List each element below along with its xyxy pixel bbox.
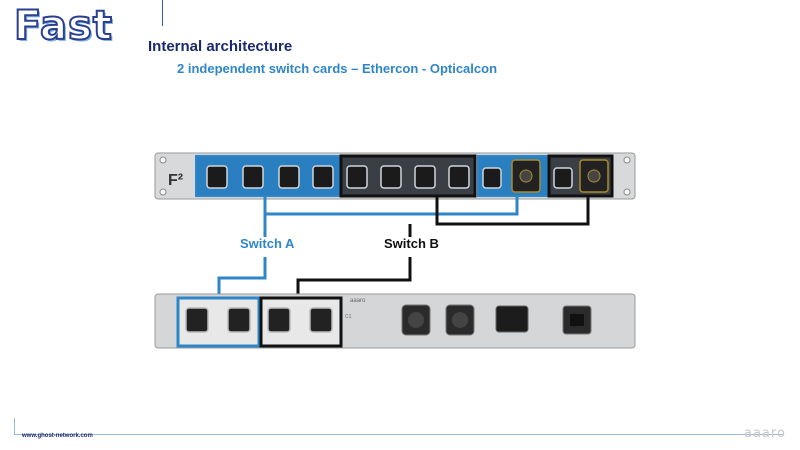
front-port-b3 xyxy=(414,165,436,189)
switch-b-label: Switch B xyxy=(384,236,439,251)
header-divider xyxy=(162,0,163,26)
rear-port-b1 xyxy=(267,307,291,333)
front-port-b2 xyxy=(380,165,402,189)
front-unit: F² xyxy=(154,152,636,200)
footer-vertical-rule xyxy=(14,418,15,434)
rear-port-a2 xyxy=(227,307,251,333)
switch-a-label: Switch A xyxy=(240,236,295,251)
rear-switch xyxy=(495,305,529,333)
footer-url: www.ghost-network.com xyxy=(22,433,93,439)
front-port-a1 xyxy=(206,165,228,189)
front-port-a2 xyxy=(242,165,264,189)
front-port-b1 xyxy=(346,165,368,189)
front-uplink-b1 xyxy=(553,167,573,189)
rear-panel-label: C1 xyxy=(345,314,352,320)
switch-b-lines xyxy=(296,196,590,298)
brand-watermark: aaaro xyxy=(744,426,786,441)
front-badge: F² xyxy=(168,172,183,189)
slide-title: Internal architecture xyxy=(148,38,293,55)
front-port-a3 xyxy=(278,165,300,189)
front-port-b4 xyxy=(448,165,470,189)
switch-a-lines xyxy=(217,196,519,298)
footer-rule xyxy=(14,434,784,435)
rear-unit: aaaro C1 xyxy=(154,293,636,349)
slide-subtitle: 2 independent switch cards – Ethercon - … xyxy=(177,61,498,76)
front-uplink-a1 xyxy=(482,167,502,189)
fast-logo: Fast xyxy=(13,3,113,49)
rear-port-b2 xyxy=(309,307,333,333)
rear-brand: aaaro xyxy=(350,298,366,304)
rear-port-a1 xyxy=(185,307,209,333)
front-port-a4 xyxy=(312,165,334,189)
